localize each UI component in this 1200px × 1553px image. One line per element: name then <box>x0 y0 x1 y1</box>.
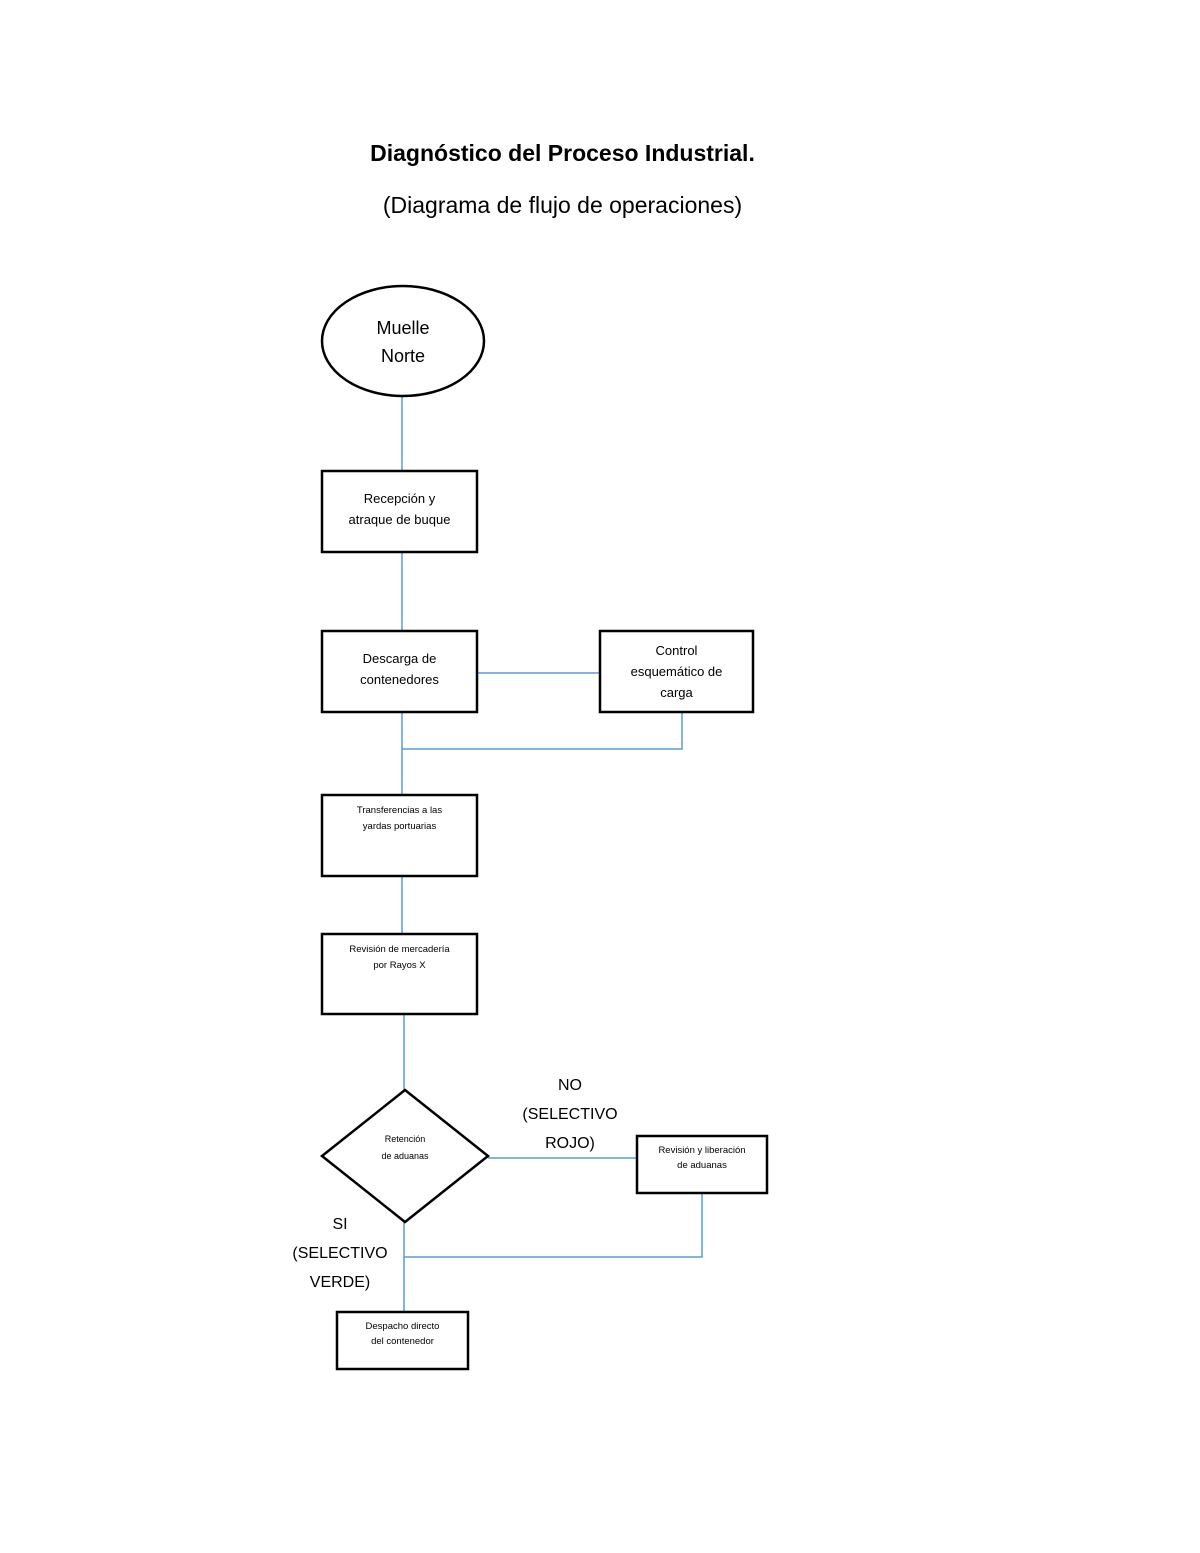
control-label: Control esquemático de carga <box>630 643 723 700</box>
start-node-label: Muelle Norte <box>376 318 430 366</box>
dispatch-box <box>335 1310 470 1371</box>
customs-review-box <box>635 1134 769 1195</box>
decision-diamond <box>319 1088 491 1224</box>
decision-label: Retención de aduanas <box>381 1134 429 1161</box>
connector-review-return <box>404 1193 703 1258</box>
reception-label: Recepción y atraque de buque <box>348 490 451 527</box>
connector-control-return <box>402 712 683 750</box>
xray-box <box>320 932 479 1016</box>
control-box <box>598 629 755 714</box>
branch-no-label: NO (SELECTIVO ROJO) <box>522 1077 618 1152</box>
page-title: Diagnóstico del Proceso Industrial. <box>370 140 755 166</box>
dispatch-label: Despacho directo del contenedor <box>365 1321 440 1347</box>
start-node-ellipse <box>320 284 486 398</box>
connectors <box>401 397 703 1312</box>
unloading-label: Descarga de contenedores <box>360 650 439 687</box>
shapes <box>319 284 769 1371</box>
customs-review-label: Revisión y liberación de aduanas <box>658 1145 746 1171</box>
unloading-box <box>320 629 479 714</box>
transfer-box <box>320 793 479 878</box>
branch-yes-label: SI (SELECTIVO VERDE) <box>292 1216 388 1291</box>
xray-label: Revisión de mercadería por Rayos X <box>349 944 450 971</box>
reception-box <box>320 469 479 554</box>
transfer-label: Transferencias a las yardas portuarias <box>356 805 443 832</box>
page-subtitle: (Diagrama de flujo de operaciones) <box>382 192 743 218</box>
